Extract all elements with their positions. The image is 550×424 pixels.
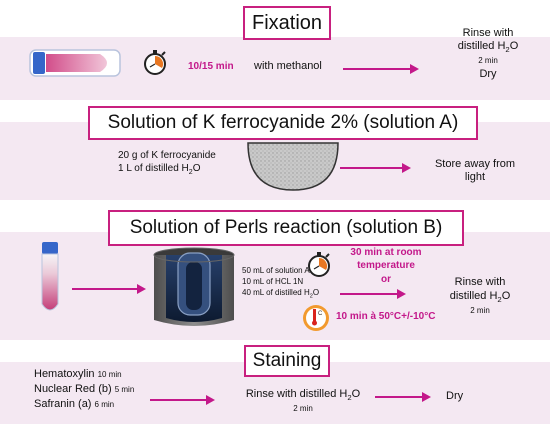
staining-title: Staining: [244, 345, 330, 377]
arrow-icon: [150, 395, 215, 405]
solution-b-mix-2: 10 mL of HCL 1N: [242, 277, 304, 286]
thermometer-label: C: [318, 311, 323, 317]
slide-icon: [29, 49, 121, 77]
solution-b-rinse-1: Rinse with: [454, 276, 506, 288]
solution-b-mix-1: 50 mL of solution A: [242, 266, 310, 275]
arrow-icon: [343, 64, 419, 74]
solution-a-store-1: Store away from: [434, 158, 516, 170]
staining-rinse: Rinse with distilled H2O: [245, 388, 361, 403]
fixation-dry: Dry: [479, 68, 497, 80]
arrow-icon: [340, 289, 406, 299]
solution-b-or: or: [381, 274, 391, 285]
fixation-rinse-2: distilled H2O: [457, 40, 519, 55]
stopwatch-icon: [308, 252, 330, 277]
solution-b-rinse-2: distilled H2O: [449, 290, 511, 305]
fixation-title: Fixation: [243, 6, 331, 40]
solution-b-title: Solution of Perls reaction (solution B): [108, 210, 464, 246]
beaker-icon: [153, 247, 235, 326]
tube-icon: [41, 242, 59, 311]
staining-safranin: Safranin (a) 6 min: [34, 398, 115, 410]
fixation-with: with methanol: [254, 60, 322, 72]
solution-b-time-1a: 30 min at room: [350, 247, 422, 258]
solution-a-line2: 1 L of distilled H2O: [118, 163, 201, 176]
staining-hematoxylin: Hematoxylin 10 min: [34, 368, 122, 380]
solution-b-mix-3: 40 mL of distilled H2O: [242, 288, 320, 300]
solution-a-store-2: light: [464, 171, 486, 183]
arrow-icon: [375, 392, 431, 402]
staining-dry: Dry: [446, 390, 464, 402]
fixation-time: 10/15 min: [188, 61, 234, 72]
solution-a-line1: 20 g of K ferrocyanide: [118, 150, 216, 161]
solution-a-title: Solution of K ferrocyanide 2% (solution …: [88, 106, 478, 140]
bowl-icon: [247, 142, 339, 191]
fixation-rinse-1: Rinse with: [462, 27, 514, 39]
thermometer-icon: [303, 305, 329, 331]
solution-b-time-1b: temperature: [357, 260, 415, 271]
solution-b-time-2: 10 min à 50°C+/-10°C: [336, 311, 436, 322]
stopwatch-icon: [144, 50, 166, 75]
staining-rinse-time: 2 min: [293, 404, 313, 413]
solution-b-rinse-time: 2 min: [470, 306, 490, 315]
fixation-rinse-time: 2 min: [478, 56, 498, 65]
arrow-icon: [72, 284, 146, 294]
staining-nuclear-red: Nuclear Red (b) 5 min: [34, 383, 135, 395]
arrow-icon: [340, 163, 411, 173]
solution-b-band: [0, 232, 550, 340]
